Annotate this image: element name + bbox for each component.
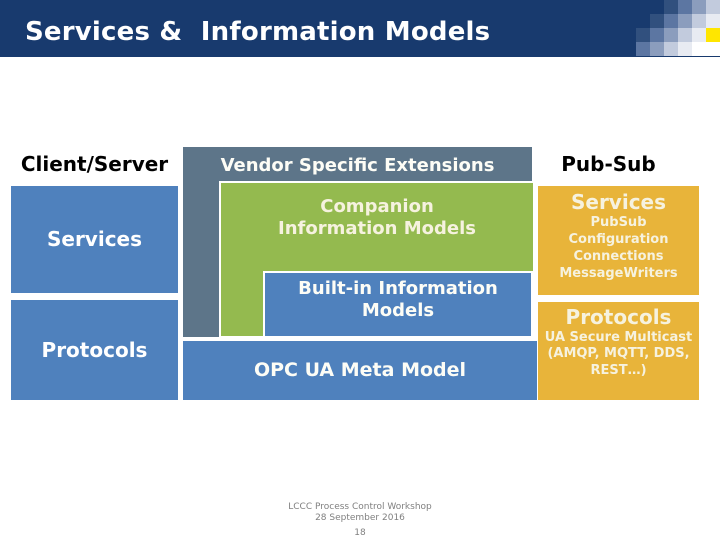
footer-workshop: LCCC Process Control Workshop bbox=[288, 502, 432, 512]
slide-footer: LCCC Process Control Workshop 28 Septemb… bbox=[0, 502, 720, 539]
pub-sub-services-items: PubSub Configuration Connections Message… bbox=[559, 215, 677, 283]
mosaic-cell bbox=[636, 28, 650, 42]
mosaic-cell bbox=[650, 14, 664, 28]
mosaic-cell bbox=[664, 28, 678, 42]
mosaic-cell bbox=[706, 42, 720, 56]
mosaic-cell bbox=[650, 42, 664, 56]
mosaic-cell bbox=[664, 42, 678, 56]
builtin-information-models-box: Built-in Information Models bbox=[263, 271, 533, 338]
client-server-protocols-label: Protocols bbox=[41, 337, 148, 362]
pub-sub-protocols-label: Protocols bbox=[565, 305, 672, 329]
mosaic-cell bbox=[706, 14, 720, 28]
client-server-protocols-box: Protocols bbox=[11, 300, 178, 400]
opc-ua-meta-model-label: OPC UA Meta Model bbox=[253, 359, 467, 382]
vendor-specific-extensions-label: Vendor Specific Extensions bbox=[220, 155, 495, 176]
builtin-label-line2: Models bbox=[361, 299, 435, 321]
mosaic-cell bbox=[706, 0, 720, 14]
client-server-services-label: Services bbox=[46, 227, 143, 251]
mosaic-cell bbox=[678, 42, 692, 56]
mosaic-cell bbox=[692, 28, 706, 42]
mosaic-cell bbox=[664, 14, 678, 28]
pub-sub-heading: Pub-Sub bbox=[561, 152, 656, 176]
client-server-heading: Client/Server bbox=[20, 152, 169, 176]
mosaic-cell bbox=[678, 28, 692, 42]
mosaic-cell bbox=[692, 14, 706, 28]
mosaic-cell bbox=[678, 0, 692, 14]
pub-sub-services-box: Services PubSub Configuration Connection… bbox=[538, 186, 699, 295]
corner-mosaic bbox=[636, 0, 720, 56]
mosaic-cell bbox=[692, 42, 706, 56]
pub-sub-item-pubsub: PubSub bbox=[590, 215, 647, 230]
slide-title: Services & Information Models bbox=[25, 17, 491, 47]
footer-page-number: 18 bbox=[354, 528, 366, 538]
pub-sub-protocols-box: Protocols UA Secure Multicast (AMQP, MQT… bbox=[538, 302, 699, 400]
mosaic-cell bbox=[636, 0, 650, 14]
mosaic-cell bbox=[678, 14, 692, 28]
companion-label-line2: Information Models bbox=[278, 217, 476, 239]
opc-ua-meta-model-box: OPC UA Meta Model bbox=[183, 341, 537, 400]
pub-sub-item-configuration: Configuration bbox=[568, 231, 669, 247]
builtin-label-line1: Built-in Information bbox=[298, 278, 498, 299]
mosaic-cell bbox=[650, 28, 664, 42]
mosaic-cell bbox=[692, 0, 706, 14]
pub-sub-item-connections: Connections bbox=[573, 248, 664, 264]
mosaic-cell bbox=[650, 0, 664, 14]
companion-label-line1: Companion bbox=[320, 196, 434, 217]
mosaic-cell bbox=[636, 42, 650, 56]
footer-date: 28 September 2016 bbox=[315, 513, 405, 523]
pub-sub-item-messagewriters: MessageWriters bbox=[559, 265, 678, 281]
pub-sub-protocols-detail: UA Secure Multicast (AMQP, MQTT, DDS, RE… bbox=[544, 330, 693, 378]
mosaic-cell bbox=[706, 28, 720, 42]
header-bar: Services & Information Models bbox=[0, 0, 720, 57]
client-server-services-box: Services bbox=[11, 186, 178, 293]
mosaic-cell bbox=[636, 14, 650, 28]
mosaic-cell bbox=[664, 0, 678, 14]
pub-sub-services-label: Services bbox=[570, 190, 667, 214]
